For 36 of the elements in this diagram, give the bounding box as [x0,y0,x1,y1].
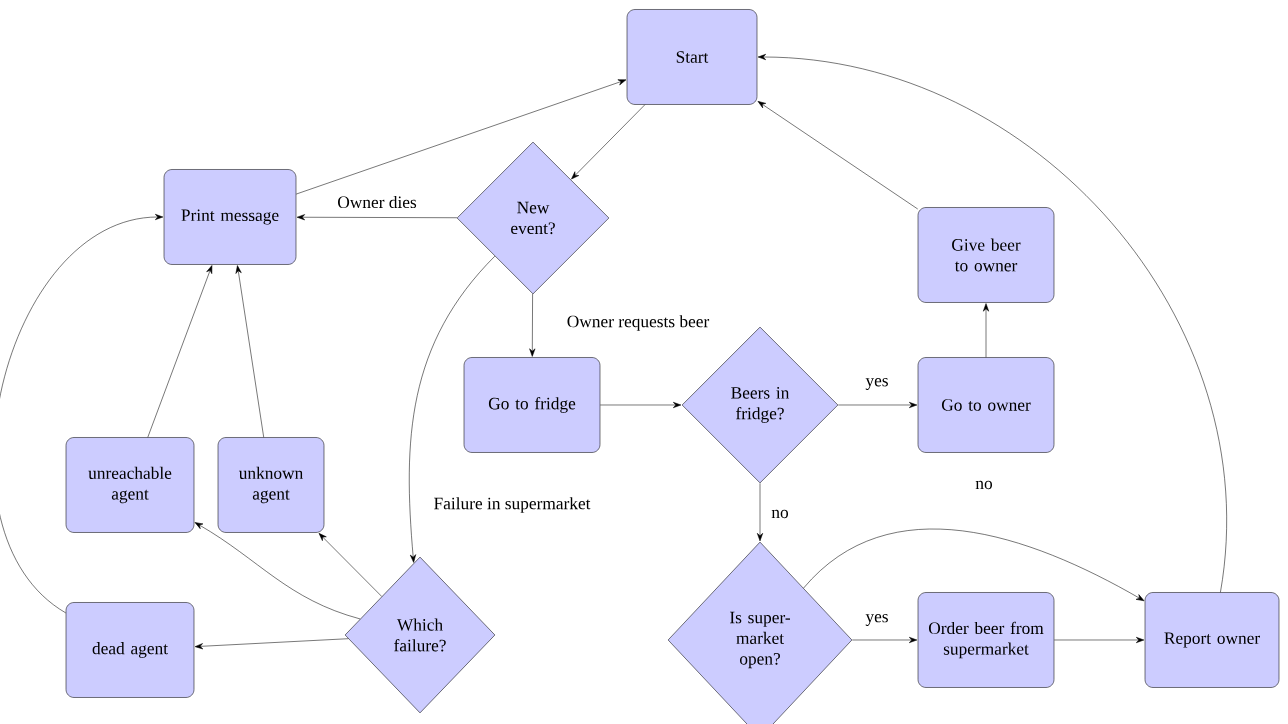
arrow [147,265,213,438]
process-box: Give beer to owner [917,207,1055,303]
arrow [296,214,458,221]
arrow [838,402,918,408]
arrow [571,104,646,180]
process-box: dead agent [65,602,195,698]
edge-label: Failure in supermarket [432,495,592,515]
arrow [600,402,682,408]
arrow [529,293,536,357]
arrow [757,54,1227,593]
arrow [0,214,164,614]
edge-label: no [974,479,994,491]
arrow [318,533,382,597]
process-box: Go to fridge [463,357,601,453]
arrow [296,79,627,195]
arrow [1054,637,1145,643]
arrow [757,483,763,542]
arrow [194,522,361,620]
edge-label: yes [864,376,890,392]
process-box: Report owner [1144,592,1280,688]
edge-label: no [770,508,790,520]
process-box: unreachable agent [65,437,195,533]
process-box: Print message [163,169,297,265]
process-box: Go to owner [917,357,1055,453]
arrow [803,528,1145,602]
edge-label: yes [864,612,890,628]
process-box: Order beer from supermarket [917,592,1055,688]
process-box: unknown agent [217,437,325,533]
arrow [409,255,496,563]
arrow [983,303,989,358]
process-box: Start [626,9,758,105]
arrow [194,638,349,650]
edge-label: Owner dies [335,194,419,210]
arrow [235,265,264,438]
arrow [852,637,918,643]
arrow [757,101,918,210]
